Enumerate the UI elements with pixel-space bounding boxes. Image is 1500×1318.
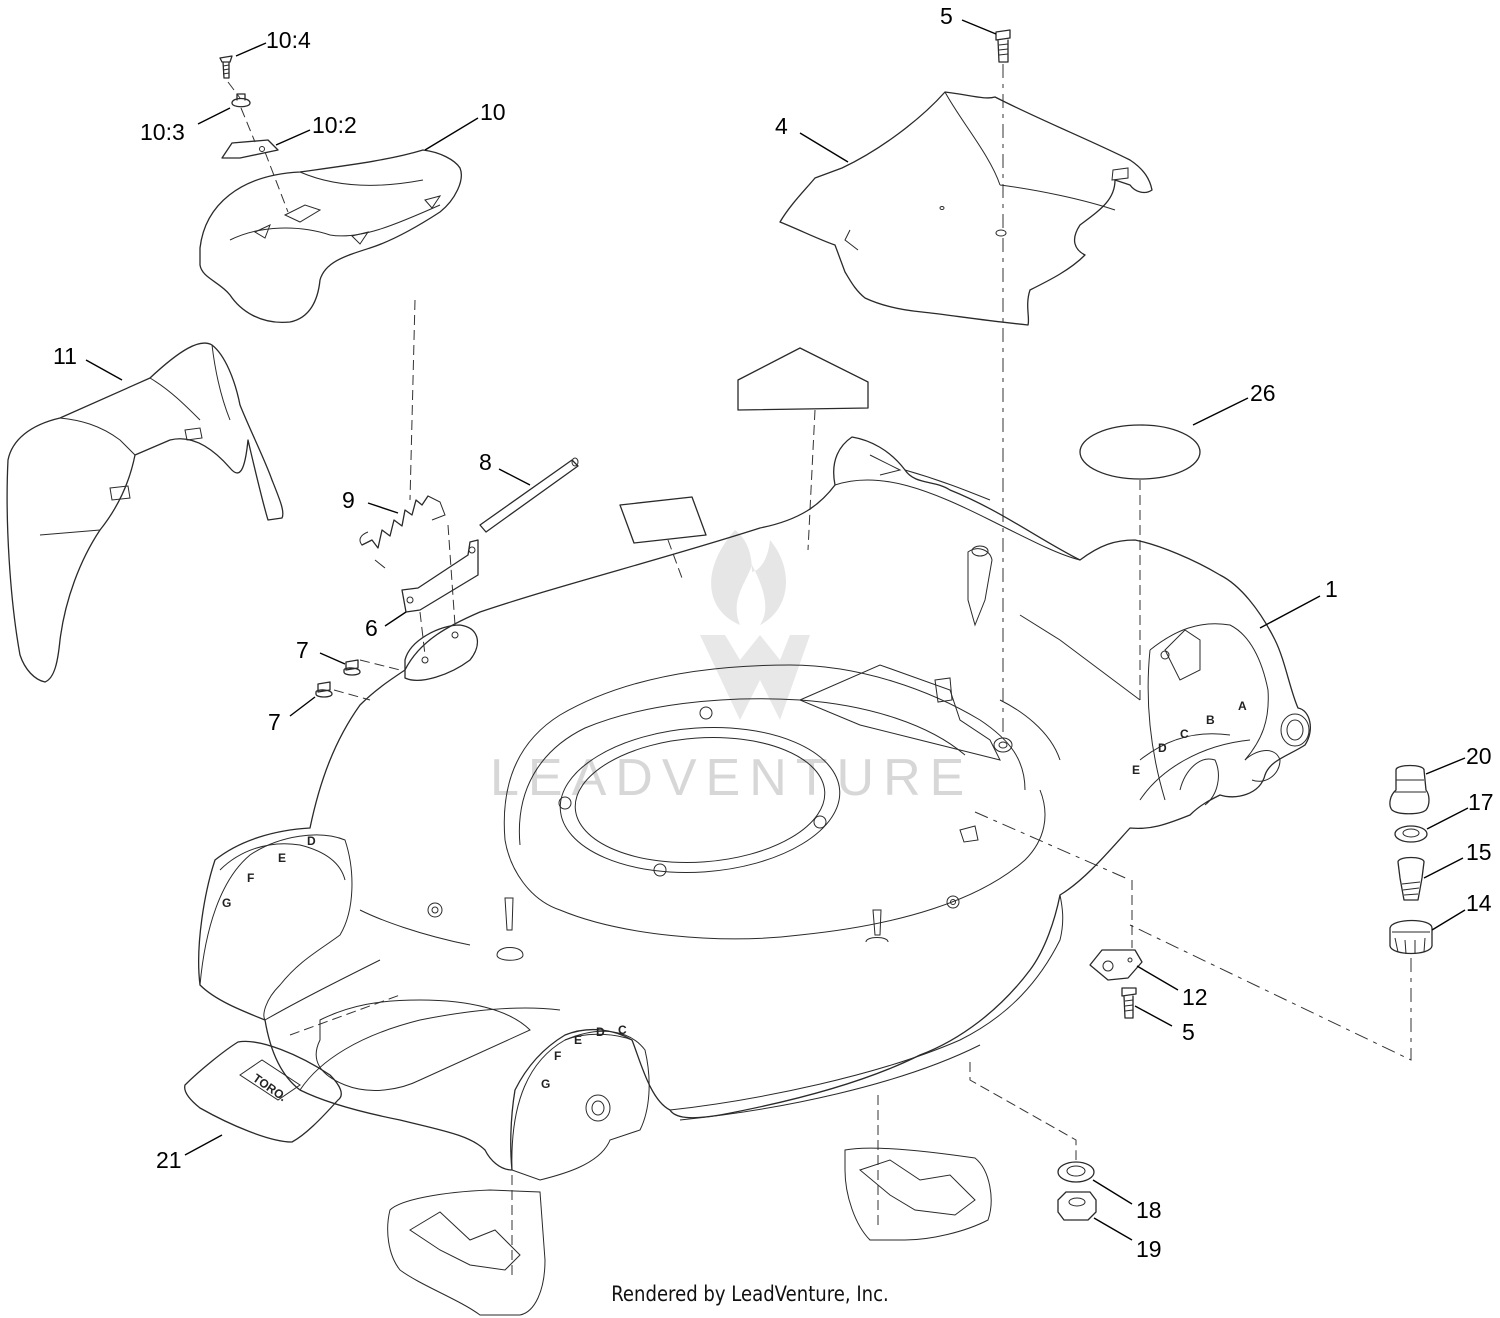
height-dial-front: G F E D C (541, 1023, 627, 1091)
part-10-assembly-line (227, 81, 289, 213)
part-11-side-chute (6, 342, 284, 683)
callout-11: 11 (53, 343, 77, 369)
callout-7-lower: 7 (268, 709, 281, 735)
part-18-lock-washer (1057, 1161, 1095, 1183)
callout-4: 4 (775, 113, 788, 139)
v-logo-icon (700, 635, 810, 720)
rect-decal-assembly-line (667, 539, 683, 579)
part-10-rear-door (199, 149, 462, 324)
callout-14: 14 (1466, 890, 1492, 916)
dial-right-letter-3: B (1206, 713, 1215, 727)
part-10-4-screw (219, 55, 233, 79)
part-5-bolt-top (995, 29, 1011, 63)
part-5-bolt-bottom (1121, 987, 1137, 1019)
callout-7-upper: 7 (296, 637, 309, 663)
dial-front-letter-3: D (596, 1025, 605, 1039)
part-12-bracket (1089, 949, 1143, 981)
nut-assembly-line (969, 1062, 1077, 1160)
callout-5-bottom: 5 (1182, 1019, 1195, 1045)
dial-right-letter-0: E (1132, 763, 1140, 777)
part-4-baffle-plate (779, 91, 1153, 326)
hinge-assembly-lines (333, 299, 456, 701)
callout-leaders (85, 19, 1469, 1241)
warning-decal-top (737, 347, 869, 411)
flame-logo-icon (711, 530, 787, 625)
watermark-text: LEADVENTURE (490, 749, 973, 807)
mulch-plate-left (387, 1189, 546, 1316)
dial-front-letter-1: F (554, 1049, 561, 1063)
part-21-front-decal: TORO. (184, 1040, 342, 1143)
dial-right-letter-4: A (1238, 699, 1247, 713)
callout-20: 20 (1466, 743, 1492, 769)
callout-1: 1 (1325, 576, 1338, 602)
callout-21: 21 (156, 1147, 182, 1173)
dial-right-letter-1: D (1158, 741, 1167, 755)
callout-10: 10 (480, 99, 506, 125)
part-9-spring (359, 495, 446, 569)
part-1-mower-deck (198, 436, 1311, 1181)
callout-18: 18 (1136, 1197, 1162, 1223)
dial-front-letter-0: G (541, 1077, 550, 1091)
part-15-fitting (1397, 856, 1425, 901)
callout-10-4: 10:4 (266, 27, 311, 53)
callout-15: 15 (1466, 839, 1492, 865)
toro-logo-text: TORO. (250, 1071, 289, 1104)
callout-9: 9 (342, 487, 355, 513)
dial-front-letter-4: C (618, 1023, 627, 1037)
callout-labels: 10:4 10:3 10:2 10 5 4 11 26 8 9 1 6 7 7 … (53, 3, 1494, 1262)
hinge-pad (404, 624, 479, 681)
part-10-3-washer (231, 93, 251, 108)
callout-26: 26 (1250, 380, 1276, 406)
dial-right-letter-2: C (1180, 727, 1189, 741)
watermark: LEADVENTURE (490, 530, 973, 807)
rectangular-decal (619, 496, 707, 544)
callout-6: 6 (365, 615, 378, 641)
callout-5-top: 5 (940, 3, 953, 29)
part-20-cap (1389, 764, 1430, 815)
part-10-2-hinge-bracket (221, 139, 279, 159)
callout-19: 19 (1136, 1236, 1162, 1262)
mulch-plate-assembly-lines (511, 1095, 879, 1280)
part-8-rod (479, 457, 579, 533)
mulch-plate-right (844, 1147, 992, 1241)
callout-10-2: 10:2 (312, 112, 357, 138)
dial-lf-letter-2: F (247, 871, 254, 885)
height-dial-left-front: D E F G (222, 834, 316, 910)
front-decal-assembly-line (289, 994, 401, 1036)
height-dial-right: E D C B A (1132, 699, 1251, 801)
dial-front-letter-2: E (574, 1033, 582, 1047)
part-19-nut (1057, 1191, 1097, 1221)
decal-assembly-line (807, 409, 816, 551)
render-credit: Rendered by LeadVenture, Inc. (611, 1282, 889, 1306)
part-6-hinge-bracket (401, 539, 479, 613)
part-7-screw-lower (315, 681, 333, 698)
washout-assembly-lines (974, 811, 1412, 1061)
part-26-round-decal (1079, 424, 1201, 480)
callout-8: 8 (479, 449, 492, 475)
dial-lf-letter-1: E (278, 851, 286, 865)
dial-lf-letter-0: D (307, 834, 316, 848)
dial-lf-letter-3: G (222, 896, 231, 910)
part-7-screw-upper (343, 659, 361, 676)
callout-12: 12 (1182, 984, 1208, 1010)
callout-17: 17 (1468, 789, 1494, 815)
part-17-washer (1394, 825, 1428, 843)
part-14-nut (1389, 919, 1433, 955)
callout-10-3: 10:3 (140, 119, 185, 145)
